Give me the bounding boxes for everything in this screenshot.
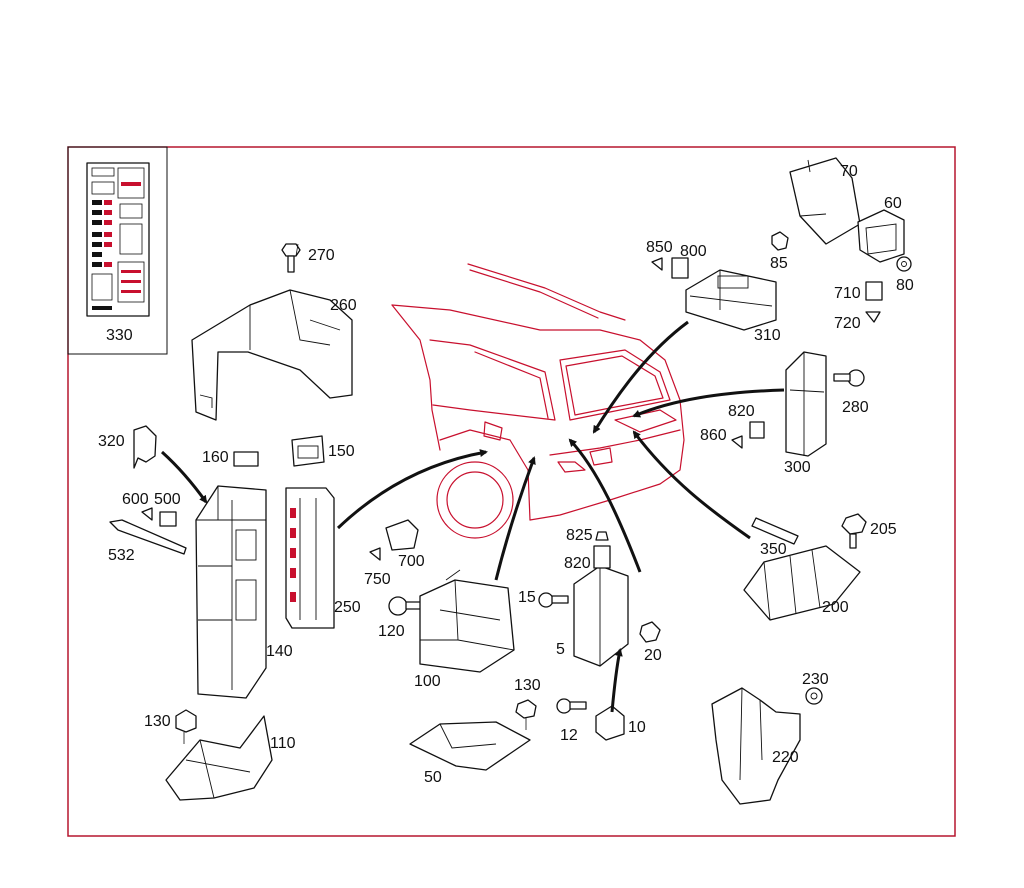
callout-310: 310 bbox=[754, 327, 781, 344]
pin-720-part bbox=[865, 311, 881, 323]
clip-10-part bbox=[595, 705, 625, 741]
callout-220: 220 bbox=[772, 749, 799, 766]
bracket-260-part bbox=[191, 289, 353, 421]
callout-720: 720 bbox=[834, 315, 861, 332]
module-300-part bbox=[785, 351, 827, 457]
connector-60-part bbox=[857, 209, 905, 263]
screw-120-part bbox=[388, 596, 423, 616]
callout-85: 85 bbox=[770, 255, 788, 272]
nut-85-part bbox=[771, 231, 789, 251]
module-310-part bbox=[685, 269, 777, 331]
nut-130-right-part bbox=[515, 699, 537, 719]
callout-850: 850 bbox=[646, 239, 673, 256]
fuse-box-200-part bbox=[743, 545, 861, 621]
diagram-frame bbox=[67, 146, 956, 837]
callout-350: 350 bbox=[760, 541, 787, 558]
callout-15: 15 bbox=[518, 589, 536, 606]
callout-70: 70 bbox=[840, 163, 858, 180]
label-sticker-part bbox=[86, 162, 150, 317]
callout-500: 500 bbox=[154, 491, 181, 508]
callout-320: 320 bbox=[98, 433, 125, 450]
bolt-205-part bbox=[841, 513, 867, 549]
callout-260: 260 bbox=[330, 297, 357, 314]
callout-280: 280 bbox=[842, 399, 869, 416]
callout-120: 120 bbox=[378, 623, 405, 640]
callout-330: 330 bbox=[106, 327, 133, 344]
nut-20-part bbox=[639, 621, 661, 643]
callout-532: 532 bbox=[108, 547, 135, 564]
callout-100: 100 bbox=[414, 673, 441, 690]
callout-150: 150 bbox=[328, 443, 355, 460]
connector-820-part bbox=[593, 545, 611, 569]
bracket-220-part bbox=[711, 687, 801, 805]
callout-140: 140 bbox=[266, 643, 293, 660]
callout-860: 860 bbox=[700, 427, 727, 444]
callout-50: 50 bbox=[424, 769, 442, 786]
callout-800: 800 bbox=[680, 243, 707, 260]
nut-130-left-part bbox=[175, 709, 197, 733]
fuse-box-250-part bbox=[285, 487, 335, 629]
bolt-280-part bbox=[833, 369, 865, 387]
callout-12: 12 bbox=[560, 727, 578, 744]
relay-160-part bbox=[233, 451, 259, 467]
callout-130-left: 130 bbox=[144, 713, 171, 730]
connector-700-part bbox=[385, 519, 419, 551]
bolt-15-part bbox=[538, 592, 569, 608]
callout-110: 110 bbox=[270, 735, 296, 752]
connector-500-part bbox=[159, 511, 177, 527]
callout-250: 250 bbox=[334, 599, 361, 616]
callout-820-right: 820 bbox=[728, 403, 755, 420]
connector-800-part bbox=[671, 257, 689, 279]
callout-750: 750 bbox=[364, 571, 391, 588]
bolt-270-part bbox=[281, 243, 301, 273]
bracket-50-part bbox=[409, 721, 531, 771]
callout-300: 300 bbox=[784, 459, 811, 476]
pin-600-part bbox=[141, 507, 153, 521]
nut-80-part bbox=[896, 256, 912, 272]
callout-160: 160 bbox=[202, 449, 229, 466]
nut-230-part bbox=[805, 687, 823, 705]
cable-tie-532-part bbox=[109, 519, 187, 555]
callout-ticks bbox=[183, 243, 527, 744]
pin-750-part bbox=[369, 547, 381, 561]
assembly-arrows bbox=[160, 320, 785, 713]
connector-710-part bbox=[865, 281, 883, 301]
callout-80: 80 bbox=[896, 277, 914, 294]
callout-230: 230 bbox=[802, 671, 829, 688]
connector-820-right-part bbox=[749, 421, 765, 439]
callout-10: 10 bbox=[628, 719, 646, 736]
bolt-12-part bbox=[556, 698, 587, 714]
bracket-110-part bbox=[165, 715, 273, 801]
pin-850-part bbox=[651, 257, 663, 271]
relay-150-part bbox=[291, 435, 325, 467]
callout-710: 710 bbox=[834, 285, 861, 302]
callout-270: 270 bbox=[308, 247, 335, 264]
callout-820-center: 820 bbox=[564, 555, 591, 572]
pin-860-part bbox=[731, 435, 743, 449]
pin-825-part bbox=[595, 531, 609, 541]
bracket-100-part bbox=[419, 579, 515, 673]
callout-200: 200 bbox=[822, 599, 849, 616]
callouts: 5 10 12 15 20 50 60 70 80 85 100 110 120… bbox=[98, 163, 914, 786]
callout-130-right: 130 bbox=[514, 677, 541, 694]
module-140-part bbox=[195, 485, 267, 699]
callout-700: 700 bbox=[398, 553, 425, 570]
callout-60: 60 bbox=[884, 195, 902, 212]
strip-350-part bbox=[751, 517, 799, 545]
label-inset-frame bbox=[67, 146, 168, 355]
callout-825: 825 bbox=[566, 527, 593, 544]
callout-5: 5 bbox=[556, 641, 565, 658]
callout-205: 205 bbox=[870, 521, 897, 538]
callout-600: 600 bbox=[122, 491, 149, 508]
vehicle-outline bbox=[391, 263, 685, 539]
callout-20: 20 bbox=[644, 647, 662, 664]
clip-320-part bbox=[133, 425, 157, 469]
